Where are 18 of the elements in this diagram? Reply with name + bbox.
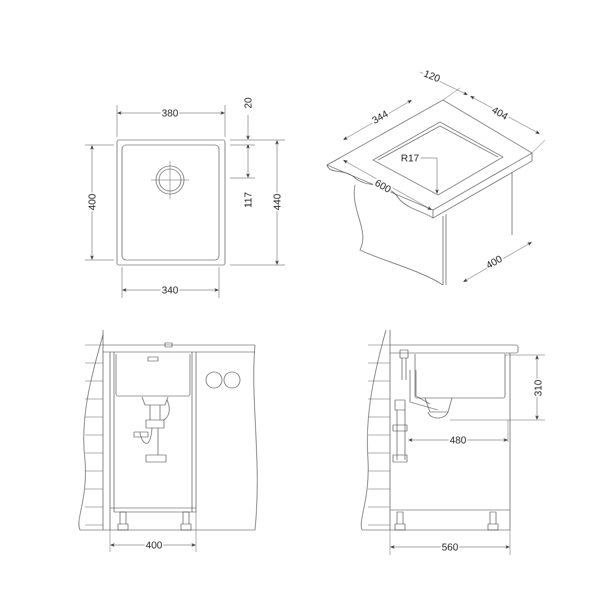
dimension-label: 120: [422, 68, 442, 84]
dimension-label: 400: [144, 540, 164, 550]
dimension-label: 480: [448, 435, 468, 445]
dimension-label: 117: [244, 191, 252, 209]
dimension-label: 560: [440, 542, 460, 552]
sink-opening: [372, 122, 504, 196]
dimension-label: 400: [87, 192, 97, 212]
dimension-label: 404: [490, 104, 510, 122]
dimension-label: 310: [533, 378, 543, 398]
dimension-label: 600: [372, 177, 394, 195]
callout-label: R17: [400, 154, 420, 162]
dimension-label: 400: [484, 253, 504, 271]
dimension-label: 20: [243, 96, 253, 110]
dimension-label: 380: [160, 108, 180, 118]
leader-line: [420, 158, 439, 194]
dimension-label: 440: [272, 192, 282, 212]
dimension-label: 340: [160, 285, 180, 295]
dimension-label: 344: [370, 108, 390, 126]
